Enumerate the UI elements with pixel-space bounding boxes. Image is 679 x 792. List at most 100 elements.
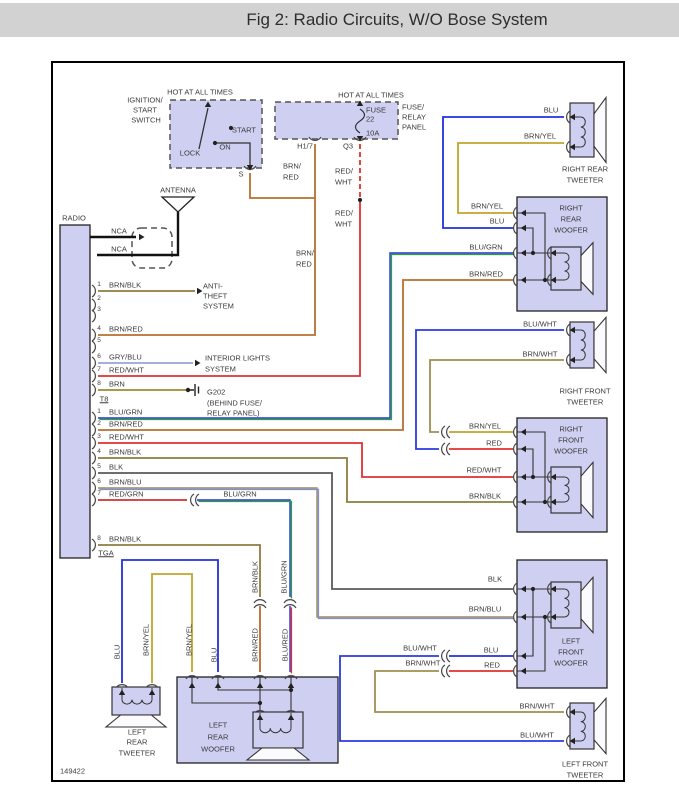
connector (513, 495, 518, 509)
arrowhead (569, 326, 575, 334)
left-front-woofer-speaker-cone (580, 575, 594, 635)
connector-arc (547, 246, 552, 260)
connector-arc (566, 140, 571, 154)
connector-arc (441, 664, 446, 678)
fuse-icon (354, 108, 366, 134)
left-front-tweeter-speaker-cone (593, 696, 607, 756)
connector (547, 246, 552, 260)
wire-nca-wire-2-antenna (97, 212, 180, 257)
wire-ignition-on-to-s (215, 142, 251, 166)
connector (547, 610, 552, 624)
arrowhead (256, 714, 264, 720)
right-rear-tweeter-speaker (569, 95, 607, 165)
right-rear-tweeter-speaker-cone (593, 95, 607, 165)
connector (547, 582, 552, 596)
connector (513, 206, 518, 220)
wire-s-brn-red (249, 173, 315, 199)
wire-rr-woofer-internal-1 (517, 212, 546, 280)
wire-tga3-red-wht (98, 442, 513, 478)
arrowhead (520, 652, 526, 660)
arrowhead (287, 714, 295, 720)
connector-arc (91, 538, 96, 552)
right-front-woofer-speaker-coil (564, 476, 570, 503)
wire-tga6-brn-blu (99, 488, 515, 620)
arrowhead (188, 682, 196, 688)
arrowhead (139, 233, 145, 241)
connector-arc (513, 206, 518, 220)
junction-dot (357, 197, 363, 203)
connector-arc (513, 425, 518, 439)
connector (185, 675, 199, 680)
arrowhead (214, 682, 222, 688)
connector (547, 495, 552, 509)
arrowhead (195, 359, 201, 367)
connector (91, 411, 96, 425)
connector (211, 675, 225, 680)
radio-box (59, 224, 91, 559)
connector (513, 664, 518, 678)
left-rear-woofer-speaker-cone (245, 747, 311, 761)
fuse-relay-panel-box (274, 101, 399, 140)
junction-dot (542, 277, 548, 283)
connector (91, 451, 96, 465)
connector (283, 599, 297, 609)
connector-arc (253, 675, 267, 680)
connector (441, 664, 451, 678)
junction-dot (288, 687, 294, 693)
connector-arc (91, 340, 96, 354)
wire-left-front-brn-wht (374, 670, 564, 713)
connector (566, 705, 571, 719)
connector (513, 610, 518, 624)
right-front-woofer-speaker-cone (580, 460, 594, 520)
connector (91, 466, 96, 480)
connector (513, 582, 518, 596)
wire-red-wht-to-radio-pin7 (98, 200, 361, 377)
wire-h17-brn-red-to-radio-pin4 (98, 144, 316, 336)
wire-lf-woofer-internal-4 (517, 617, 546, 672)
connector-arc (513, 664, 518, 678)
connector-arc (91, 466, 96, 480)
connector-arc (513, 442, 518, 456)
arrowhead (550, 613, 556, 621)
wire-tga2-brn-red (98, 279, 513, 431)
arrowhead (118, 689, 126, 695)
connector-arc (566, 734, 571, 748)
arrowhead (356, 136, 364, 142)
connector (547, 273, 552, 287)
connector-arc (91, 383, 96, 397)
connector (547, 470, 552, 484)
connector (441, 425, 451, 439)
connector-arc (91, 356, 96, 370)
connector-arc (91, 298, 96, 312)
connector-arc (547, 273, 552, 287)
connector-arc (566, 110, 571, 124)
junction-dot (212, 140, 218, 146)
connector (513, 425, 518, 439)
ignition-switch-box (169, 99, 263, 169)
connector (513, 649, 518, 663)
wire-left-rear-brn-yel-bridge (151, 573, 193, 683)
junction-dot (228, 125, 234, 131)
arrowhead (550, 498, 556, 506)
junction-dot (257, 700, 263, 706)
connector (566, 140, 571, 154)
arrowhead (256, 682, 264, 688)
arrowhead (520, 428, 526, 436)
connector (566, 323, 571, 337)
left-front-tweeter-speaker (569, 696, 607, 756)
right-rear-woofer-speaker (550, 241, 594, 296)
connector-arc (91, 436, 96, 450)
arrowhead (550, 249, 556, 257)
connector (190, 493, 200, 507)
left-rear-tweeter-speaker (104, 686, 168, 728)
arrowhead (520, 473, 526, 481)
left-rear-tweeter-speaker-coil (121, 699, 153, 705)
wire-tga1-blu-grn (99, 253, 515, 421)
connector-arc (190, 493, 195, 507)
left-rear-woofer-speaker-coil (259, 728, 292, 734)
arrowhead (197, 287, 203, 295)
arrowhead (569, 113, 575, 121)
connector-arc (308, 136, 322, 141)
